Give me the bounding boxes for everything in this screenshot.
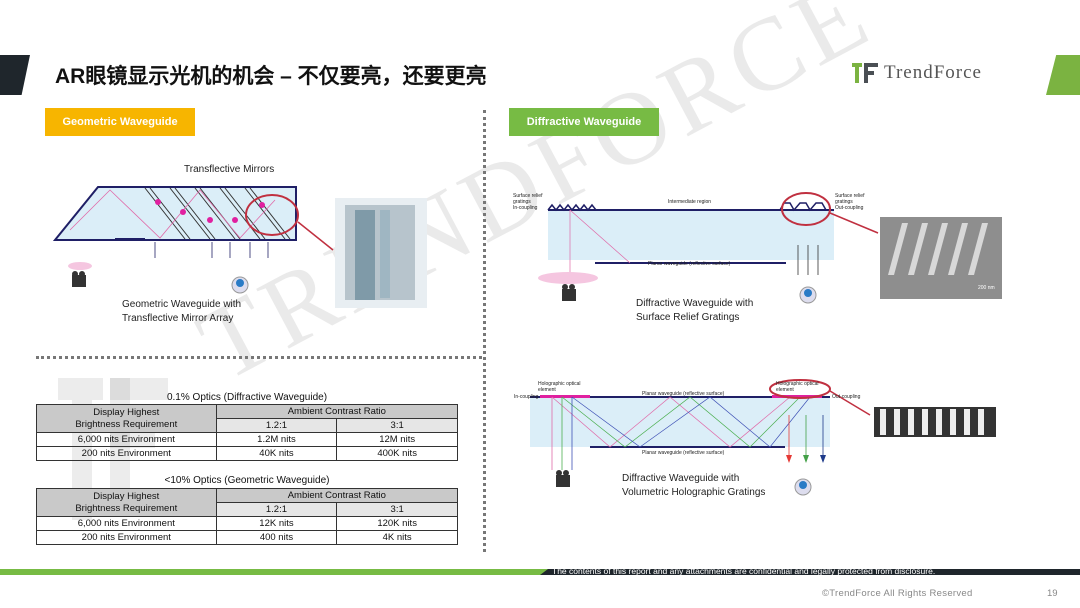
table1-caption: 0.1% Optics (Diffractive Waveguide) bbox=[166, 392, 328, 403]
page-number: 19 bbox=[1047, 588, 1058, 599]
vhg-waveguide-diagram bbox=[530, 379, 996, 496]
header-left-accent bbox=[0, 55, 30, 95]
vhg-waveguide-figure: Holographic optical element In-coupling … bbox=[510, 375, 1010, 505]
table1-col-header: 3:1 bbox=[336, 418, 458, 433]
geometric-waveguide-figure: Transflective Mirrors Geometric Waveguid… bbox=[50, 150, 430, 330]
trendforce-logo-icon bbox=[852, 63, 878, 83]
srg-caption-line1: Diffractive Waveguide with bbox=[636, 298, 754, 309]
vhg-left-label: Holographic optical element bbox=[538, 381, 581, 393]
table1-group-header: Ambient Contrast Ratio bbox=[215, 404, 459, 419]
vhg-right-label: Holographic optical element bbox=[776, 381, 819, 393]
table-row: 200 nits Environment 400 nits 4K nits bbox=[36, 530, 458, 545]
vhg-right-label-3: Out-coupling bbox=[832, 394, 861, 400]
table-row: 6,000 nits Environment 12K nits 120K nit… bbox=[36, 516, 458, 531]
table1-col-header: 1.2:1 bbox=[215, 418, 338, 433]
srg-caption-line2: Surface Relief Gratings bbox=[636, 312, 740, 323]
table-row: 6,000 nits Environment 1.2M nits 12M nit… bbox=[36, 432, 458, 447]
vhg-top-label: Planar waveguide (reflective surface) bbox=[642, 391, 725, 397]
table1-row-header: Display Highest Brightness Requirement bbox=[36, 404, 217, 433]
horizontal-divider bbox=[36, 356, 482, 359]
vhg-caption-line1: Diffractive Waveguide with bbox=[622, 473, 740, 484]
table-row: 200 nits Environment 40K nits 400K nits bbox=[36, 446, 458, 461]
table2-group-header: Ambient Contrast Ratio bbox=[215, 488, 459, 503]
copyright: ©TrendForce All Rights Reserved bbox=[822, 588, 973, 599]
srg-waveguide-figure: Surface relief gratings In-coupling Inte… bbox=[510, 165, 1010, 335]
table2-caption: <10% Optics (Geometric Waveguide) bbox=[164, 475, 330, 486]
logo-wordmark: TrendForce bbox=[884, 62, 982, 83]
table-diffractive-brightness: Display Highest Brightness Requirement A… bbox=[36, 404, 459, 461]
page-title: AR眼镜显示光机的机会 – 不仅要亮，还要更亮 bbox=[55, 65, 487, 88]
srg-bottom-label: Planar waveguide (reflective surface) bbox=[648, 261, 731, 267]
vhg-bottom-label: Planar waveguide (reflective surface) bbox=[642, 450, 725, 456]
table2-col-header: 1.2:1 bbox=[215, 502, 338, 517]
geo-caption-line1: Geometric Waveguide with bbox=[122, 299, 242, 310]
geometric-waveguide-label: Geometric Waveguide bbox=[45, 108, 195, 136]
srg-scale-label: 200 nm bbox=[978, 285, 995, 291]
srg-mid-label: Intermediate region bbox=[668, 199, 712, 205]
footer-dark-bar bbox=[540, 569, 1080, 575]
srg-right-label: Surface relief gratings Out-coupling bbox=[835, 193, 865, 211]
trendforce-logo: TrendForce bbox=[852, 59, 982, 87]
table2-row-header: Display Highest Brightness Requirement bbox=[36, 488, 217, 517]
vertical-divider bbox=[483, 110, 486, 552]
geo-caption-line2: Transflective Mirror Array bbox=[122, 313, 234, 324]
table2-col-header: 3:1 bbox=[336, 502, 458, 517]
vhg-caption-line2: Volumetric Holographic Gratings bbox=[622, 487, 766, 498]
footer-green-bar bbox=[0, 569, 548, 575]
srg-left-label: Surface relief gratings In-coupling bbox=[513, 193, 543, 211]
geo-mirror-label: Transflective Mirrors bbox=[184, 164, 275, 175]
header-right-accent bbox=[1046, 55, 1080, 95]
table-geometric-brightness: Display Highest Brightness Requirement A… bbox=[36, 488, 459, 545]
diffractive-waveguide-label: Diffractive Waveguide bbox=[509, 108, 659, 136]
vhg-left-label-3: In-coupling bbox=[514, 394, 539, 400]
geometric-waveguide-diagram bbox=[52, 186, 427, 308]
confidential-notice: The contents of this report and any atta… bbox=[552, 566, 936, 576]
srg-waveguide-diagram bbox=[538, 192, 1002, 304]
